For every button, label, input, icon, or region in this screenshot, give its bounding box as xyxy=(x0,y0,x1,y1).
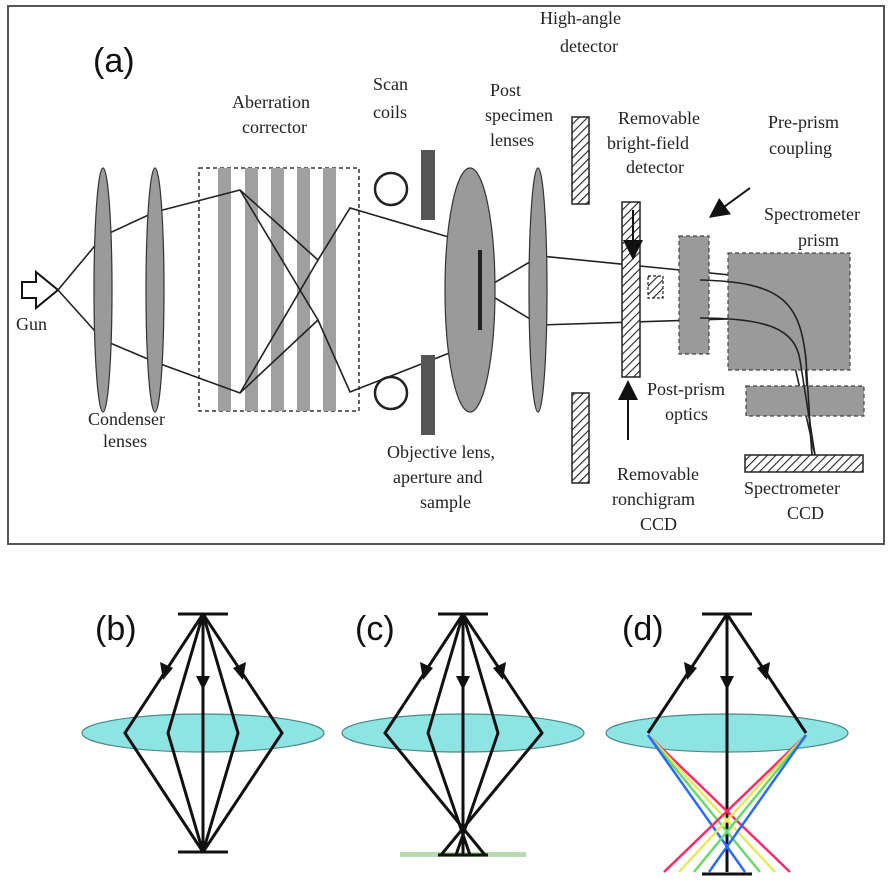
pre-prism-coupling xyxy=(678,235,710,355)
prism-label: Spectrometer prism xyxy=(764,204,864,250)
gun-label: Gun xyxy=(16,314,47,334)
arrowhead-b-left xyxy=(160,662,173,680)
pre-prism-label: Pre-prism coupling xyxy=(768,112,844,158)
panel-d: (d) xyxy=(605,610,849,876)
bright-field-label: Removable bright-field detector xyxy=(607,108,704,177)
ronchigram-ccd xyxy=(621,201,641,378)
aberration-label: Aberration corrector xyxy=(232,92,314,137)
arrowhead-b-center xyxy=(196,676,210,690)
panel-c: (c) xyxy=(341,610,585,857)
scan-coil-top xyxy=(373,171,409,207)
sample xyxy=(478,250,482,330)
high-angle-detector-top xyxy=(571,116,590,205)
condenser-lens-1 xyxy=(93,167,113,413)
arrowhead-b-right xyxy=(233,662,246,680)
scan-coil-bottom xyxy=(373,375,409,411)
arrowhead-c-right xyxy=(493,662,506,680)
arrowhead-d-left xyxy=(684,662,697,680)
high-angle-label: High-angle detector xyxy=(540,8,625,56)
high-angle-detector-bottom xyxy=(571,392,590,484)
panel-b: (b) xyxy=(81,610,325,854)
ronchigram-label: Removable ronchigram CCD xyxy=(612,464,703,534)
scan-coils-label: Scan coils xyxy=(373,74,413,122)
post-specimen-lens xyxy=(528,167,548,413)
panel-c-label: (c) xyxy=(355,610,395,648)
arrowhead-d-center xyxy=(720,676,734,690)
aperture-bottom xyxy=(421,355,435,435)
panel-a: (a) Gun xyxy=(7,5,885,545)
objective-lens xyxy=(444,167,496,413)
panel-d-label: (d) xyxy=(622,610,664,648)
gun-arrow-icon xyxy=(21,269,60,311)
post-prism-label: Post-prism optics xyxy=(647,379,730,424)
bright-field-detector xyxy=(647,275,664,299)
aperture-top xyxy=(421,150,435,220)
arrowhead-d-right xyxy=(757,662,770,680)
condenser-lens-2 xyxy=(145,167,165,413)
condenser-label: Condenser lenses xyxy=(88,409,169,451)
post-specimen-label: Post specimen lenses xyxy=(485,80,557,150)
arrowhead-c-left xyxy=(420,662,433,680)
spectrometer-ccd-label: Spectrometer CCD xyxy=(744,478,844,523)
arrowhead-c-center xyxy=(456,676,470,690)
aberration-corrector xyxy=(198,167,360,412)
objective-label: Objective lens, aperture and sample xyxy=(387,442,499,512)
panel-b-label: (b) xyxy=(95,610,137,648)
spectrometer-ccd xyxy=(744,454,864,473)
pre-prism-arrow xyxy=(708,187,751,218)
panel-a-label: (a) xyxy=(93,42,135,80)
spectrometer-prism xyxy=(727,252,851,371)
